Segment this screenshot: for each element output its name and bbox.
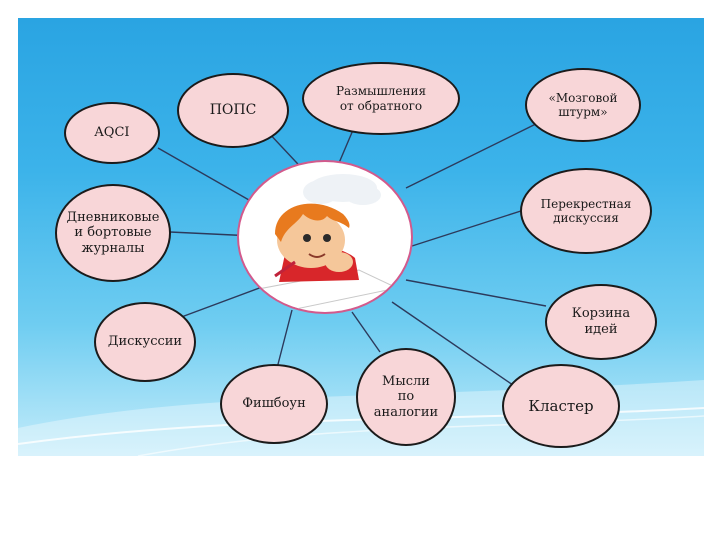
node-basket: Корзина идей (545, 284, 657, 360)
node-reverse: Размышления от обратного (302, 62, 460, 135)
node-cluster: Кластер (502, 364, 620, 448)
node-aqci: AQCI (64, 102, 160, 164)
connector-basket (405, 279, 547, 307)
node-brainstorm: «Мозговой штурм» (525, 68, 641, 142)
node-fishbone: Фишбоун (220, 364, 328, 444)
connector-brainstorm (405, 117, 549, 189)
node-cross: Перекрестная дискуссия (520, 168, 652, 254)
connector-cross (411, 209, 525, 247)
connector-discussion (167, 283, 271, 323)
boy-thinking-icon (251, 174, 409, 311)
node-pops: ПОПС (177, 73, 289, 148)
connector-cluster (391, 301, 527, 395)
slide: ПОПС Размышления от обратного «Мозговой … (18, 18, 704, 456)
connector-aqci (157, 147, 264, 209)
connector-fishbone (275, 309, 293, 373)
connector-analogy (351, 311, 381, 353)
center-image (237, 160, 413, 314)
node-discussion: Дискуссии (94, 302, 196, 382)
node-diary: Дневниковые и бортовые журналы (55, 184, 171, 282)
node-analogy: Мысли по аналогии (356, 348, 456, 446)
